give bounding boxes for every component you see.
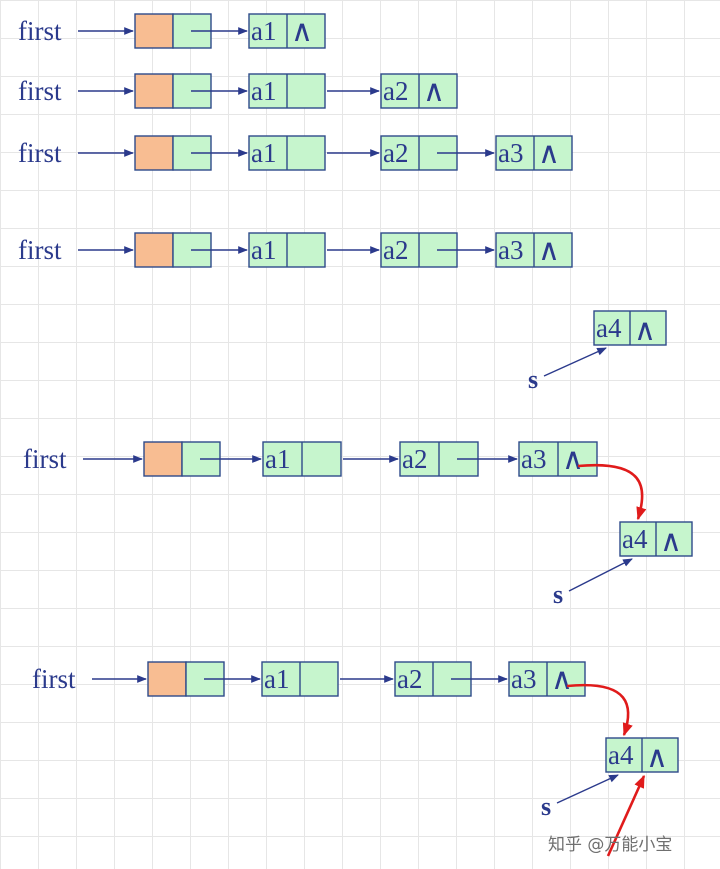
step-4: first a1 a2 a3 ∧ a4 ∧ s <box>18 232 667 394</box>
node-a4-label: a4 <box>596 313 622 343</box>
head-node-data <box>134 232 174 268</box>
first-label: first <box>18 138 62 168</box>
node-a1-label: a1 <box>251 76 276 106</box>
first-label: first <box>18 235 62 265</box>
node-a4-null-symbol: ∧ <box>660 525 682 558</box>
node-a3-null-symbol: ∧ <box>538 234 560 267</box>
a3-to-a4-link-arrow <box>566 683 633 737</box>
node-a4-label: a4 <box>608 740 634 770</box>
node-a1-null-symbol: ∧ <box>291 15 313 48</box>
first-label: first <box>32 664 76 694</box>
step-3: first a1 a2 a3 ∧ <box>18 135 573 171</box>
first-label: first <box>18 16 62 46</box>
s-pointer-arrow <box>568 558 633 592</box>
node-a2-label: a2 <box>397 664 422 694</box>
node-a3-label: a3 <box>498 235 523 265</box>
node-a3-null-symbol: ∧ <box>538 137 560 170</box>
node-a2-label: a2 <box>383 76 408 106</box>
head-node-data <box>134 73 174 109</box>
node-a3-label: a3 <box>511 664 536 694</box>
node-a2-null-symbol: ∧ <box>423 75 445 108</box>
node-a2-label: a2 <box>402 444 427 474</box>
node-a1-label: a1 <box>265 444 290 474</box>
s-pointer-arrow <box>543 347 607 377</box>
node-a1-label: a1 <box>251 235 276 265</box>
step-6: first a1 a2 a3 ∧ a4 ∧ s <box>32 661 679 857</box>
watermark: 知乎 @万能小宝 <box>548 835 673 855</box>
node-a3-label: a3 <box>498 138 523 168</box>
first-label: first <box>18 76 62 106</box>
node-a2-label: a2 <box>383 138 408 168</box>
step-1: first a1 ∧ <box>18 13 326 49</box>
node-a1-label: a1 <box>264 664 289 694</box>
node-a4-null-symbol: ∧ <box>634 314 656 347</box>
first-label: first <box>23 444 67 474</box>
s-pointer-label: s <box>541 792 551 821</box>
node-a3-null-symbol: ∧ <box>551 663 573 696</box>
head-node-data <box>134 135 174 171</box>
node-a1-label: a1 <box>251 16 276 46</box>
node-a3-null-symbol: ∧ <box>562 443 584 476</box>
node-a4-label: a4 <box>622 524 648 554</box>
head-node-data <box>134 13 174 49</box>
s-pointer-label: s <box>553 580 563 609</box>
head-node-data <box>143 441 183 477</box>
step-5: first a1 a2 a3 ∧ a4 ∧ s <box>23 441 693 609</box>
node-a4-null-symbol: ∧ <box>646 741 668 774</box>
node-a1-label: a1 <box>251 138 276 168</box>
node-a3-label: a3 <box>521 444 546 474</box>
red-pointer-arrow <box>606 774 646 857</box>
a3-to-a4-link-arrow <box>577 463 647 521</box>
node-a2-label: a2 <box>383 235 408 265</box>
head-node-data <box>147 661 187 697</box>
s-pointer-label: s <box>528 365 538 394</box>
step-2: first a1 a2 ∧ <box>18 73 458 109</box>
s-pointer-arrow <box>556 774 619 804</box>
